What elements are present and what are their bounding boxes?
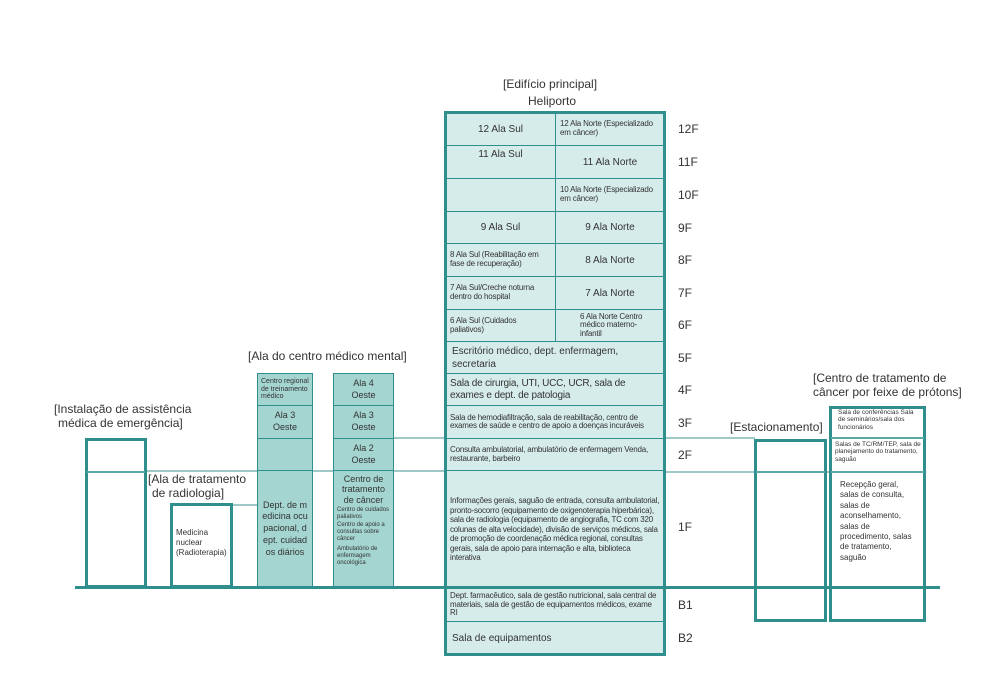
- f4: Sala de cirurgia, UTI, UCC, UCR, sala de…: [445, 373, 665, 406]
- floor-label: 5F: [678, 351, 693, 365]
- mental-right-4-west: Ala 4 Oeste: [333, 373, 394, 406]
- radiology-cell: Medicina nuclear (Radioterapia): [176, 528, 227, 557]
- radiology-label-1: [Ala de tratamento: [148, 472, 247, 486]
- connector-line: [393, 437, 445, 439]
- parking-floor-line: [756, 471, 825, 473]
- floor-label: B1: [678, 598, 693, 612]
- parking-building: [754, 439, 827, 622]
- emergency-label-1: [Instalação de assistência: [54, 402, 192, 416]
- connector-line: [665, 437, 755, 439]
- proton-divider: [831, 471, 924, 473]
- f6-north: 6 Ala Norte Centro médico materno-infant…: [555, 309, 665, 342]
- proton-label-2: câncer por feixe de prótons]: [813, 385, 962, 399]
- mental-right-2-west: Ala 2 Oeste: [333, 438, 394, 471]
- mental-wing-label: [Ala do centro médico mental]: [248, 349, 407, 363]
- floor-label: 12F: [678, 122, 699, 136]
- cancer-center-title: Centro de tratamento de câncer: [341, 474, 386, 505]
- connector-line: [665, 471, 829, 473]
- floor-label: 9F: [678, 221, 693, 235]
- mental-left-empty: [257, 438, 313, 471]
- emergency-building: [85, 438, 147, 588]
- floor-label: 11F: [678, 155, 698, 169]
- proton-divider: [831, 437, 924, 439]
- f7-south: 7 Ala Sul/Creche noturna dentro do hospi…: [445, 276, 556, 310]
- floor-label: 1F: [678, 520, 693, 534]
- ground-line: [75, 586, 940, 589]
- connector-line: [232, 504, 257, 506]
- floor-label: 4F: [678, 383, 693, 397]
- f1: Informações gerais, saguão de entrada, c…: [445, 470, 665, 589]
- floor-label: 3F: [678, 416, 693, 430]
- parking-label: [Estacionamento]: [730, 420, 823, 434]
- mental-left-occupational: Dept. de medicina ocupacional, dept. cui…: [257, 470, 313, 588]
- proton-label-1: [Centro de tratamento de: [813, 371, 947, 385]
- main-building-label: [Edifício principal]: [503, 77, 598, 91]
- cancer-center-item: Centro de apoio a consultas sobre câncer: [337, 521, 385, 542]
- floor-label: 2F: [678, 448, 693, 462]
- floor-label: 10F: [678, 188, 699, 202]
- f6-south: 6 Ala Sul (Cuidados paliativos): [445, 309, 556, 342]
- f7-north: 7 Ala Norte: [555, 276, 665, 310]
- proton-mid: Salas de TC/RM/TEP, sala de planejamento…: [835, 441, 921, 463]
- proton-bottom: Recepção geral, salas de consulta, salas…: [840, 480, 912, 562]
- proton-top: Sala de conferências Sala de seminários/…: [838, 409, 914, 431]
- floor-label: 6F: [678, 318, 693, 332]
- mental-right-3-west: Ala 3 Oeste: [333, 405, 394, 439]
- floor-label: 7F: [678, 286, 693, 300]
- f10-north: 10 Ala Norte (Especializado em câncer): [555, 178, 665, 212]
- mental-right-cancer-center: Centro de tratamento de câncer Centro de…: [333, 470, 394, 588]
- floor-label: B2: [678, 631, 693, 645]
- mental-left-3-west: Ala 3 Oeste: [257, 405, 313, 439]
- proton-building: [829, 406, 926, 622]
- f5: Escritório médico, dept. enfermagem, sec…: [445, 341, 665, 374]
- mental-left-training: Centro regional de treinamento médico: [257, 373, 313, 406]
- f9-north: 9 Ala Norte: [555, 211, 665, 244]
- cancer-center-item: Ambulatório de enfermagem oncológica: [337, 546, 378, 567]
- radiology-label-2: de radiologia]: [152, 486, 225, 500]
- emergency-floor-line: [87, 471, 145, 473]
- f2: Consulta ambulatorial, ambulatório de en…: [445, 438, 665, 471]
- floor-label: 8F: [678, 253, 693, 267]
- heliport-label: Heliporto: [528, 94, 577, 108]
- cancer-center-item: Centro de cuidados paliativos: [337, 507, 390, 520]
- main-building-outline: [444, 111, 666, 656]
- f11-south: 11 Ala Sul: [445, 145, 556, 179]
- emergency-label-2: médica de emergência]: [58, 416, 183, 430]
